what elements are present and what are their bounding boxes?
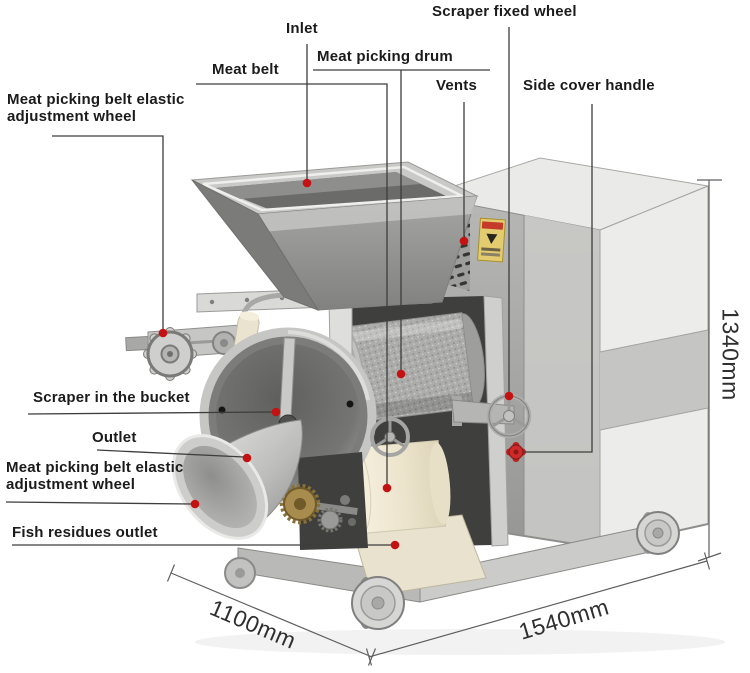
leader-outlet — [96, 449, 245, 458]
dot-scraper-in-bucket — [271, 407, 281, 417]
ground-shadow — [195, 629, 725, 655]
callout-dots — [158, 178, 514, 550]
inlet-hopper — [190, 161, 479, 311]
label-scraper-in-bucket: Scraper in the bucket — [33, 389, 190, 406]
dot-meat-picking-drum — [396, 369, 406, 379]
dot-outlet — [242, 453, 252, 463]
dot-meat-belt — [382, 483, 392, 493]
dot-belt-adjust-top — [158, 328, 168, 338]
gearbox — [279, 452, 368, 550]
leader-meat-belt — [196, 83, 388, 486]
leader-side-cover-handle — [524, 104, 593, 453]
leader-meat-picking-drum — [313, 69, 490, 372]
label-scraper-fixed-wheel: Scraper fixed wheel — [432, 3, 577, 20]
dot-fish-residues — [390, 540, 400, 550]
leader-belt-adjust-top — [52, 135, 164, 331]
dimension-width-line — [365, 552, 711, 666]
wheel-left — [224, 557, 256, 589]
belt-adjustment-wheel — [143, 327, 197, 381]
warning-sticker — [477, 217, 506, 263]
label-inlet: Inlet — [286, 20, 318, 37]
label-meat-belt: Meat belt — [212, 61, 279, 78]
label-vents: Vents — [436, 77, 478, 94]
caster-wheels — [224, 511, 680, 630]
dot-scraper-fixed-wheel — [504, 391, 514, 401]
label-meat-picking-drum: Meat picking drum — [317, 48, 453, 65]
label-outlet: Outlet — [92, 429, 137, 446]
label-belt-adjust-bottom: Meat picking belt elastic adjustment whe… — [6, 459, 184, 493]
dot-belt-adjust-bottom — [190, 499, 200, 509]
label-side-cover-handle: Side cover handle — [523, 77, 655, 94]
side-cover-handle-knob — [506, 442, 526, 462]
belt-handwheel — [370, 417, 410, 457]
dimension-depth-line — [166, 564, 377, 666]
outlet-cone — [171, 419, 303, 540]
dimension-lines — [166, 179, 722, 666]
leader-belt-adjust-bottom — [5, 501, 193, 505]
wheel-front — [351, 576, 405, 630]
wheel-right — [636, 511, 680, 555]
dot-vents — [459, 236, 469, 246]
side-panel-band — [600, 330, 708, 430]
dot-inlet — [302, 178, 312, 188]
dimension-height-line — [697, 179, 722, 562]
dimension-height: 1340mm — [717, 308, 744, 401]
label-belt-adjust-top: Meat picking belt elastic adjustment whe… — [7, 91, 185, 125]
leader-scraper-in-bucket — [27, 411, 273, 415]
leader-lines — [5, 27, 593, 546]
label-fish-residues-outlet: Fish residues outlet — [12, 524, 158, 541]
